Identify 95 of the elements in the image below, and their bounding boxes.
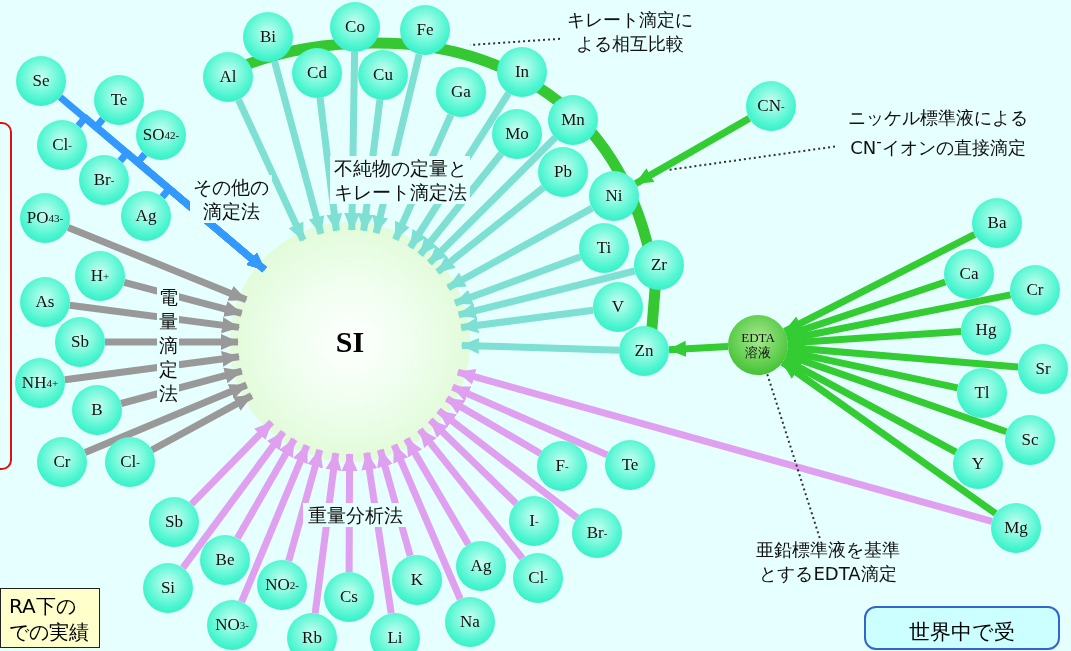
arrow [234, 437, 298, 541]
ion-circle: Sc [1005, 415, 1055, 465]
arrow [120, 367, 243, 407]
ion-circle: In [497, 47, 547, 97]
ion-circle: Mn [548, 95, 598, 145]
ion-circle: Hg [961, 305, 1011, 355]
ion-circle: As [20, 277, 70, 327]
ion-circle: Ag [456, 541, 506, 591]
arrow [436, 407, 580, 521]
arrow [285, 448, 324, 562]
arrow [417, 151, 505, 257]
arrow [457, 267, 636, 319]
ion-circle: Zn [619, 326, 669, 376]
leader-line [667, 145, 836, 171]
ion-circle: Cr [37, 437, 87, 487]
arrow [271, 60, 325, 235]
ion-circle: Sb [55, 317, 105, 367]
arrow [235, 98, 307, 242]
arrow [417, 427, 526, 561]
ion-circle: Y [953, 439, 1003, 489]
arrow [150, 392, 254, 454]
arrow [633, 115, 752, 187]
group-label: その他の滴定法 [190, 175, 272, 223]
arrow [66, 224, 248, 304]
arrow [159, 185, 267, 273]
ion-circle: Na [445, 597, 495, 647]
arrow [311, 452, 342, 614]
arrow [427, 417, 519, 507]
arrow [460, 306, 594, 334]
arrow [316, 97, 343, 232]
ion-circle: Mo [492, 109, 542, 159]
ion-circle: Zr [634, 240, 684, 290]
note-box: 世界中で受 [864, 606, 1060, 650]
arrow [785, 351, 1008, 436]
ion-circle: B [72, 385, 122, 435]
arrow [403, 436, 472, 547]
ion-circle: Bi [243, 12, 293, 62]
ion-circle: Sr [1018, 344, 1068, 394]
arrow [238, 444, 311, 604]
ion-circle: Be [200, 535, 250, 585]
ion-circle: Li [370, 613, 420, 651]
ion-circle: Se [16, 56, 66, 106]
arrow [444, 395, 543, 457]
ion-circle: Rb [287, 613, 337, 651]
ion-circle: Al [203, 52, 253, 102]
ion-circle: Ti [579, 223, 629, 273]
arrow [446, 205, 594, 291]
ion-circle: Cs [324, 572, 374, 622]
ion-circle: Ni [589, 171, 639, 221]
ion-circle: Ba [972, 198, 1022, 248]
arrow [105, 334, 239, 350]
annotation-text: 亜鉛標準液を基準とするEDTA滴定 [748, 538, 908, 586]
arrow [426, 135, 558, 266]
arrow [782, 356, 958, 456]
arrow [783, 231, 977, 335]
ion-circle: Pb [538, 147, 588, 197]
ion-circle: Te [94, 75, 144, 125]
arrow [390, 443, 464, 601]
arrow [668, 340, 729, 357]
ion-circle: Tl [957, 368, 1007, 418]
arrow [361, 451, 395, 614]
arrow [785, 278, 947, 339]
note-box: RA下のでの実績 [0, 588, 100, 648]
annotation-text: キレート滴定による相互比較 [560, 8, 700, 56]
arrow [456, 368, 993, 525]
group-label: 不純物の定量とキレート滴定法 [330, 156, 470, 204]
ion-circle: Cd [292, 48, 342, 98]
ion-circle: Mg [991, 503, 1041, 553]
ion-circle: Sb [149, 497, 199, 547]
ion-circle: Ag [121, 191, 171, 241]
arrow [460, 337, 620, 354]
arrow [189, 419, 275, 507]
ion-circle: Ga [436, 67, 486, 117]
group-label: 電量滴定法 [157, 285, 179, 405]
arrow [780, 359, 998, 517]
ion-circle: Co [330, 2, 380, 52]
annotation-text: ニッケル標準液によるCN$^{-}$イオンの直接滴定 [835, 106, 1041, 160]
ion-circle: Cu [358, 50, 408, 100]
leader-line [766, 372, 821, 539]
ion-circle: Fe [400, 5, 450, 55]
ion-circle: K [392, 555, 442, 605]
arrow [64, 351, 240, 384]
arrow [451, 383, 609, 459]
group-label: 重量分析法 [303, 503, 407, 527]
arrow [435, 184, 546, 275]
ion-circle: Ca [944, 249, 994, 299]
arrow [123, 279, 243, 317]
solution-circle: EDTA 溶液 [728, 315, 788, 375]
ion-circle: Te [605, 440, 655, 490]
arrow [453, 253, 582, 307]
ion-circle: Cr [1010, 265, 1060, 315]
ion-circle: Si [143, 563, 193, 613]
arrow [83, 381, 248, 456]
ion-circle: V [593, 282, 643, 332]
arrow [786, 347, 959, 392]
